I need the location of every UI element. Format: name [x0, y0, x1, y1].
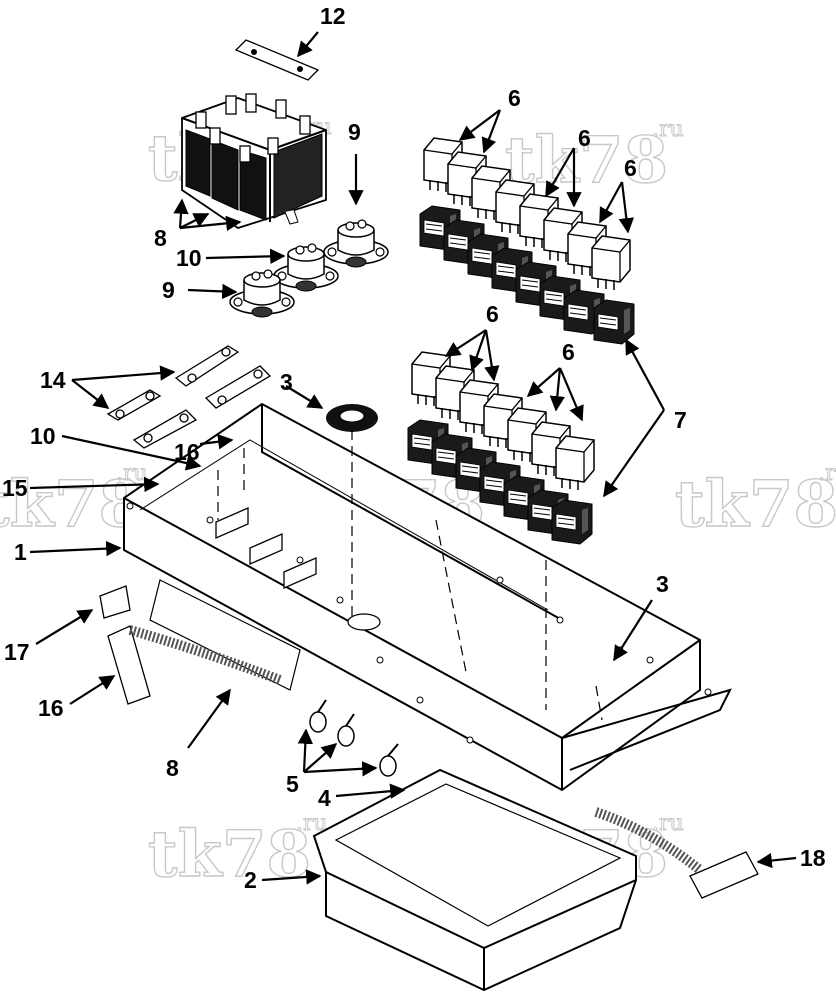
callout-8: 8 — [166, 755, 179, 781]
watermark-text: tk78 — [0, 467, 143, 542]
bus-bar-part — [234, 39, 320, 81]
callout-3: 3 — [280, 369, 293, 395]
callout-15: 15 — [2, 475, 28, 501]
callout-6: 6 — [508, 85, 521, 111]
watermark-suffix: .ru — [116, 461, 148, 486]
watermark-suffix: .ru — [652, 117, 684, 142]
callout-6: 6 — [624, 155, 637, 181]
watermark-text: tk78 — [148, 817, 311, 892]
callout-14: 14 — [40, 367, 66, 393]
watermark-suffix: .ru — [652, 811, 684, 836]
harness-part-right — [594, 807, 759, 899]
alignment-lines — [217, 430, 603, 721]
solenoid-upper — [323, 219, 389, 268]
callout-6: 6 — [578, 125, 591, 151]
main-pan-part — [123, 402, 732, 792]
callout-12: 12 — [320, 3, 346, 29]
callout-16: 16 — [38, 695, 64, 721]
hinges-part — [106, 345, 272, 449]
watermark-text: tk78 — [675, 467, 836, 542]
callout-10: 10 — [176, 245, 202, 271]
callout-4: 4 — [318, 785, 331, 811]
callout-labels: 12 9 8 10 9 6 6 6 6 6 7 14 3 10 16 15 1 … — [2, 3, 826, 893]
leader-arrows — [29, 31, 797, 885]
contactor-block-part — [181, 93, 327, 229]
callout-9: 9 — [348, 119, 361, 145]
callout-6: 6 — [486, 301, 499, 327]
clamps-part — [309, 699, 399, 777]
grommet-upper — [326, 404, 378, 432]
callout-8: 8 — [154, 225, 167, 251]
callout-16: 16 — [174, 439, 200, 465]
callout-10: 10 — [30, 423, 56, 449]
callout-3: 3 — [656, 571, 669, 597]
harness-part-left — [99, 585, 282, 705]
callout-6: 6 — [562, 339, 575, 365]
callout-18: 18 — [800, 845, 826, 871]
watermark-suffix: .ru — [818, 461, 836, 486]
callout-9: 9 — [162, 277, 175, 303]
callout-2: 2 — [244, 867, 257, 893]
callout-5: 5 — [286, 771, 299, 797]
box-part — [312, 768, 637, 992]
callout-7: 7 — [674, 407, 687, 433]
callout-1: 1 — [14, 539, 27, 565]
callout-17: 17 — [4, 639, 30, 665]
